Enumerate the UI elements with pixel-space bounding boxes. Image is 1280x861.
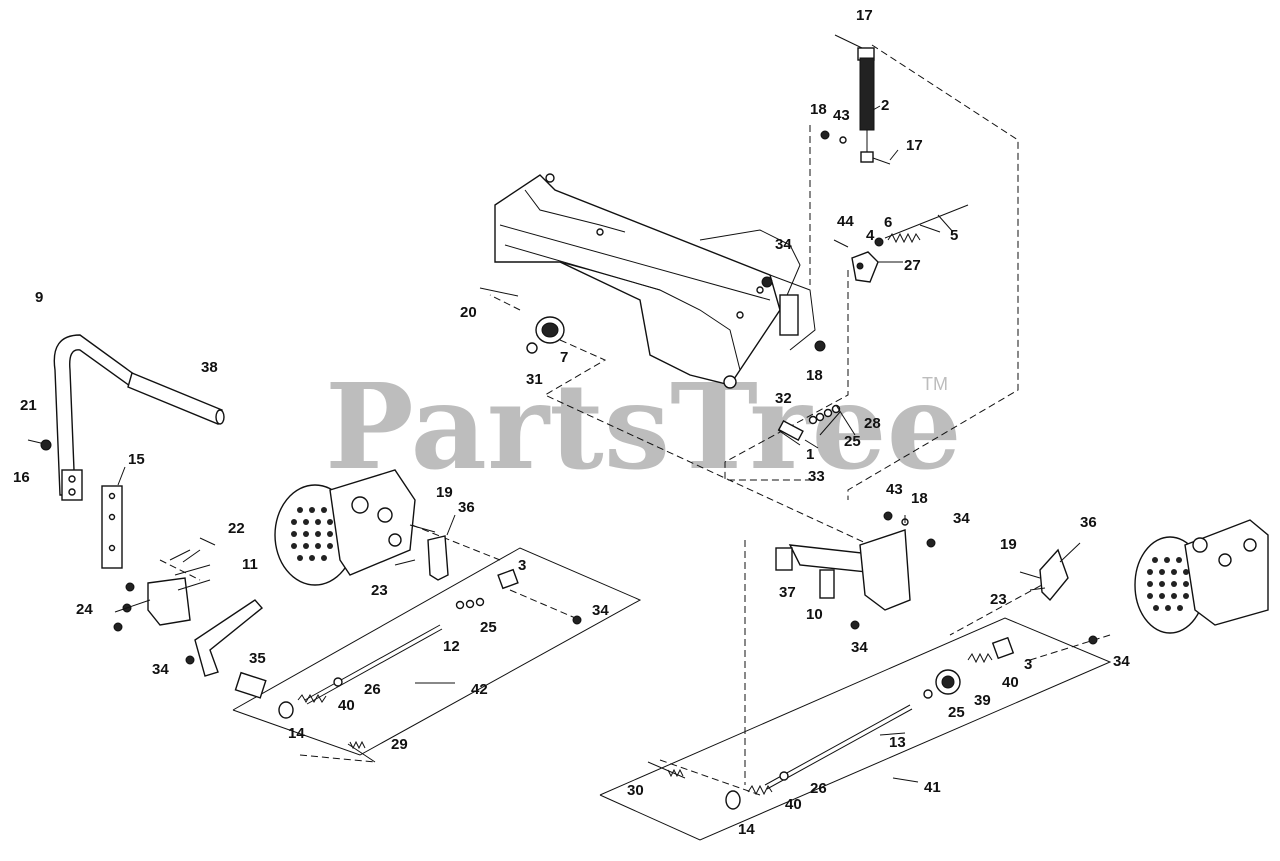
callout-43b: 43 [886, 481, 903, 498]
callout-18a: 18 [810, 101, 827, 118]
handle-lever-part [27, 334, 225, 569]
callout-28: 28 [864, 415, 881, 432]
callout-34a: 34 [775, 236, 792, 253]
callout-16: 16 [13, 469, 30, 486]
right-transmission-part [1019, 519, 1269, 634]
callout-23a: 23 [371, 582, 388, 599]
callout-39: 39 [974, 692, 991, 709]
callout-20: 20 [460, 304, 477, 321]
callout-22: 22 [228, 520, 245, 537]
callout-44: 44 [837, 213, 854, 230]
tractor-frame [494, 173, 816, 389]
callout-43a: 43 [833, 107, 850, 124]
callout-15: 15 [128, 451, 145, 468]
callout-24: 24 [76, 601, 93, 618]
callout-17b: 17 [906, 137, 923, 154]
left-bracket-part [113, 549, 267, 699]
callout-21: 21 [20, 397, 37, 414]
callout-10: 10 [806, 606, 823, 623]
callout-32: 32 [775, 390, 792, 407]
callout-17a: 17 [856, 7, 873, 24]
callout-29: 29 [391, 736, 408, 753]
callout-41: 41 [924, 779, 941, 796]
callout-5: 5 [950, 227, 958, 244]
callout-30: 30 [627, 782, 644, 799]
callout-33: 33 [808, 468, 825, 485]
callout-9: 9 [35, 289, 43, 306]
callout-3a: 3 [518, 557, 526, 574]
leader-lines [114, 105, 1081, 783]
callout-27: 27 [904, 257, 921, 274]
watermark-tm: TM [922, 374, 948, 394]
callout-40b: 40 [1002, 674, 1019, 691]
callout-38a: 38 [201, 359, 218, 376]
callout-19a: 19 [436, 484, 453, 501]
callout-26a: 26 [364, 681, 381, 698]
callout-14a: 14 [288, 725, 305, 742]
callout-34b: 34 [152, 661, 169, 678]
callout-25b: 25 [480, 619, 497, 636]
rod-spring-part [833, 204, 969, 283]
callout-35: 35 [249, 650, 266, 667]
callout-labels: 17 2 18 43 17 44 4 6 5 27 34 20 7 31 18 … [13, 7, 1130, 838]
callout-34d: 34 [953, 510, 970, 527]
left-transmission-part [274, 469, 449, 586]
callout-11: 11 [242, 556, 258, 573]
callout-26b: 26 [810, 780, 827, 797]
callout-23b: 23 [990, 591, 1007, 608]
callout-42: 42 [471, 681, 488, 698]
callout-34e: 34 [851, 639, 868, 656]
callout-13: 13 [889, 734, 906, 751]
callout-4: 4 [866, 227, 875, 244]
callout-7: 7 [560, 349, 568, 366]
dashed-guide-lines [159, 44, 1111, 796]
watermark: PartsTree [325, 357, 962, 496]
gas-spring-part [820, 34, 891, 165]
assembly-outlines [232, 547, 1112, 841]
frame-hardware [479, 276, 841, 449]
callout-12: 12 [443, 638, 460, 655]
callout-6: 6 [884, 214, 892, 231]
callout-25a: 25 [844, 433, 861, 450]
callout-34f: 34 [1113, 653, 1130, 670]
callout-18c: 18 [911, 490, 928, 507]
callout-18b: 18 [806, 367, 823, 384]
callout-34c: 34 [592, 602, 609, 619]
callout-19b: 19 [1000, 536, 1017, 553]
callout-40c: 40 [785, 796, 802, 813]
pivot-bar-part [775, 511, 936, 630]
callout-1: 1 [806, 446, 814, 463]
callout-25c: 25 [948, 704, 965, 721]
callout-37: 37 [779, 584, 796, 601]
callout-36b: 36 [1080, 514, 1097, 531]
callout-14b: 14 [738, 821, 755, 838]
left-linkage-part [278, 568, 582, 763]
callout-2: 2 [881, 97, 889, 114]
callout-3b: 3 [1024, 656, 1032, 673]
callout-31: 31 [526, 371, 543, 388]
callout-40a: 40 [338, 697, 355, 714]
right-linkage-part [647, 635, 1098, 810]
callout-36a: 36 [458, 499, 475, 516]
